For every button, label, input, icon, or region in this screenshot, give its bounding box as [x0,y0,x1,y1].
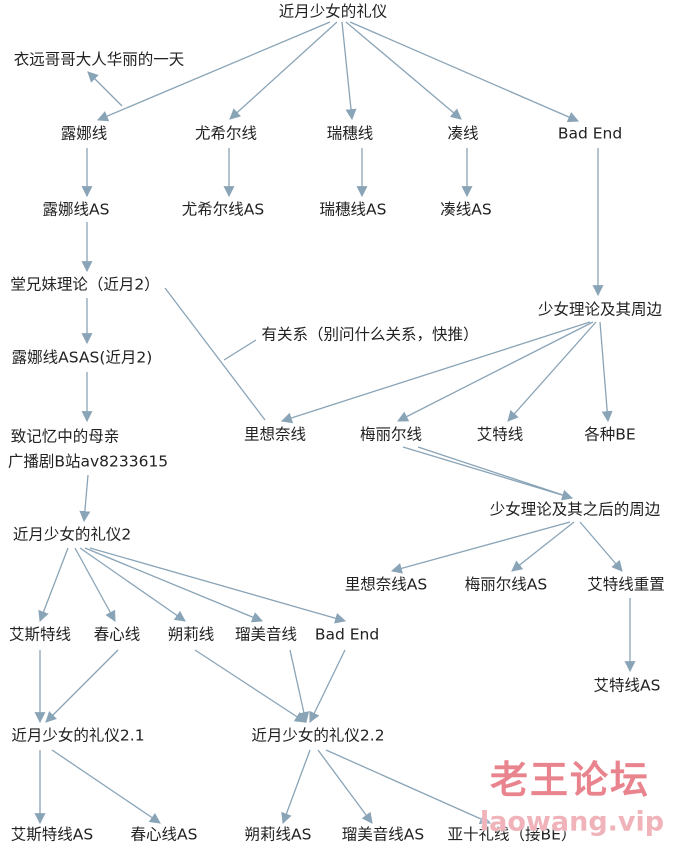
node-route-minato: 凑线 [447,124,479,143]
node-cousin-theory: 堂兄妹理论（近月2） [10,275,160,294]
node-meryl-as: 梅丽尔线AS [464,575,548,594]
watermark-name: 老王论坛 [489,758,651,802]
node-risona: 里想奈线 [243,425,307,444]
node-route-mizuho: 瑞穗线 [326,124,374,143]
node-game2-1: 近月少女的礼仪2.1 [11,726,145,745]
arrow-game2-to-bad-end [89,547,347,624]
node-otome-theory: 少女理论及其周边 [537,300,663,319]
node-side-story: 衣远哥哥大人华丽的一天 [13,50,185,69]
node-route-ester: 艾斯特线 [8,625,72,644]
arrow-game2-to-ester [38,547,69,623]
arrow-otome-after-to-ait-reset [579,521,623,572]
node-shuoli-as: 朔莉线AS [244,825,312,844]
node-ait: 艾特线 [476,425,524,444]
node-route-shunxin: 春心线 [93,625,141,644]
arrow-bad-end2-to-v22 [309,649,346,723]
node-risona-as: 里想奈线AS [344,575,428,594]
node-game2-title: 近月少女的礼仪2 [12,525,132,544]
arrow-otome-after-to-risona-as [390,521,571,574]
arrow-shunxin-to-v21 [45,649,119,723]
node-route-yusier: 尤希尔线 [194,124,258,143]
node-mother: 致记忆中的母亲 [10,427,120,446]
arrow-v22-to-shuoli-as [281,749,311,825]
node-shunxin-as: 春心线AS [130,825,198,844]
arrow-meryl-to-otome-after-b [417,446,573,499]
node-drama: 广播剧B站av8233615 [7,452,169,471]
arrow-otome-theory-to-ait [507,321,597,422]
arrow-v22-to-rumine-as [317,749,373,824]
arrow-rumine-to-v22 [289,649,310,724]
node-route-bad-end: Bad End [557,124,623,143]
node-otome-after: 少女理论及其之后的周边 [489,500,661,519]
arrow-otome-theory-to-various-be [599,321,613,423]
node-luna-as: 露娜线AS [42,200,110,219]
arrow-title-to-luna [96,21,331,122]
arrow-otome-theory-to-risona [280,321,591,424]
link-cousin-theory-to-risona [164,287,266,421]
node-ashirei: 亚十礼线（接BE） [447,825,577,844]
arrow-game2-to-shuoli [79,547,186,622]
arrow-meryl-to-otome-after-a [402,446,574,501]
arrow-game2-to-rumine [84,547,264,623]
arrow-drama-to-game2 [79,474,91,523]
watermark-url: laowang.vip [479,806,665,838]
arrow-luna-branch-to-side-story [87,71,123,107]
arrow-v22-to-ashirei [325,749,492,824]
arrow-title-to-minato [345,21,462,120]
arrow-shuoli-to-v22 [194,649,306,723]
node-game2-2: 近月少女的礼仪2.2 [251,726,385,745]
node-route-shuoli: 朔莉线 [167,625,215,644]
node-route-bad-end-2: Bad End [314,625,380,644]
node-ester-as: 艾斯特线AS [10,825,94,844]
node-game1-title: 近月少女的礼仪 [278,2,388,21]
node-minato-as: 凑线AS [440,200,492,219]
node-route-rumine: 瑠美音线 [234,625,298,644]
node-meryl: 梅丽尔线 [359,425,423,444]
arrow-title-to-yusier [229,21,338,120]
arrow-v21-to-shunxin-as [51,749,161,824]
node-mizuho-as: 瑞穗线AS [319,200,387,219]
node-rumine-as: 瑠美音线AS [341,825,425,844]
arrow-title-to-mizuho [341,21,357,121]
node-ait-as: 艾特线AS [593,676,661,695]
link-relation-note [223,339,257,361]
node-ait-reset: 艾特线重置 [587,575,665,594]
arrow-title-to-bad-end [349,21,580,123]
node-relation-note: 有关系（别问什么关系，快推） [261,325,479,344]
node-luna-asas: 露娜线ASAS(近月2) [11,348,153,367]
node-various-be: 各种BE [584,425,636,444]
arrow-otome-theory-to-meryl [397,321,594,422]
node-yusier-as: 尤希尔线AS [181,200,265,219]
node-route-luna: 露娜线 [60,124,108,143]
arrow-game2-to-shunxin [74,547,116,622]
arrow-otome-after-to-meryl-as [511,521,575,572]
